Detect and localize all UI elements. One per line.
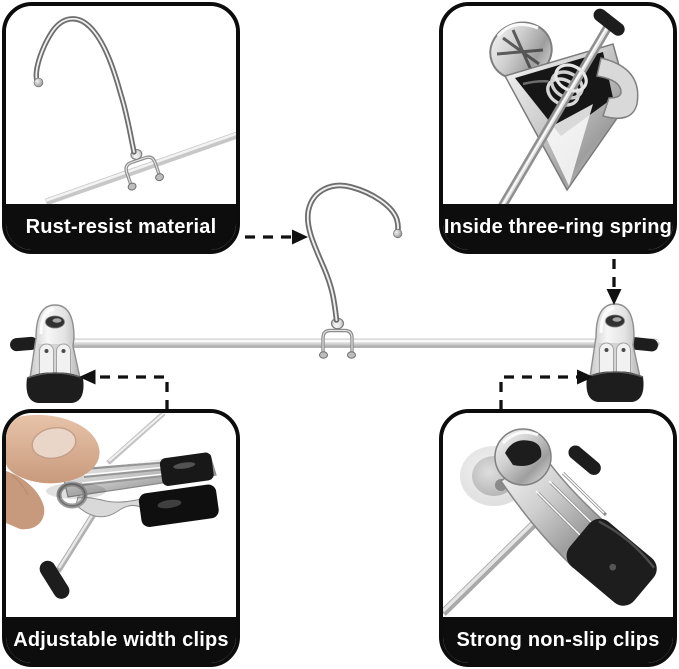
hook-closeup-illustration [33, 16, 236, 204]
label-adjustable-clips-text: Adjustable width clips [13, 628, 229, 651]
arrow-non-slip-clips [499, 369, 594, 410]
arrow-adjustable-clips [79, 369, 169, 410]
callout-spring: Inside three-ring spring [439, 2, 677, 254]
hand-clip-illustration [6, 413, 219, 599]
callout-adjustable-clips: Adjustable width clips [2, 409, 240, 667]
spring-closeup-photo [443, 6, 673, 204]
label-non-slip-clips: Strong non-slip clips [443, 617, 673, 663]
label-rust-resist: Rust-resist material [6, 204, 236, 250]
label-spring-text: Inside three-ring spring [443, 215, 673, 238]
bar-right-end-cap [626, 336, 658, 352]
hand-clip-photo [6, 413, 236, 617]
non-slip-clip-illustration [443, 428, 657, 616]
callout-non-slip-clips: Strong non-slip clips [439, 409, 677, 667]
label-rust-resist-text: Rust-resist material [25, 215, 217, 238]
arrow-spring [606, 259, 622, 305]
left-clip [24, 303, 86, 405]
bar-left-end-cap [10, 336, 38, 352]
hanger-hook [304, 182, 403, 323]
hook-swivel-clamp [319, 317, 356, 359]
arrow-rust-resist [245, 229, 308, 245]
hook-closeup-photo [6, 6, 236, 204]
spring-closeup-illustration [489, 8, 639, 204]
non-slip-clip-photo [443, 413, 673, 617]
label-adjustable-clips: Adjustable width clips [6, 617, 236, 663]
callout-rust-resist: Rust-resist material [2, 2, 240, 254]
label-spring: Inside three-ring spring [443, 204, 673, 250]
label-non-slip-clips-text: Strong non-slip clips [456, 628, 660, 651]
right-clip [584, 302, 646, 404]
hanger-bar [12, 338, 660, 348]
